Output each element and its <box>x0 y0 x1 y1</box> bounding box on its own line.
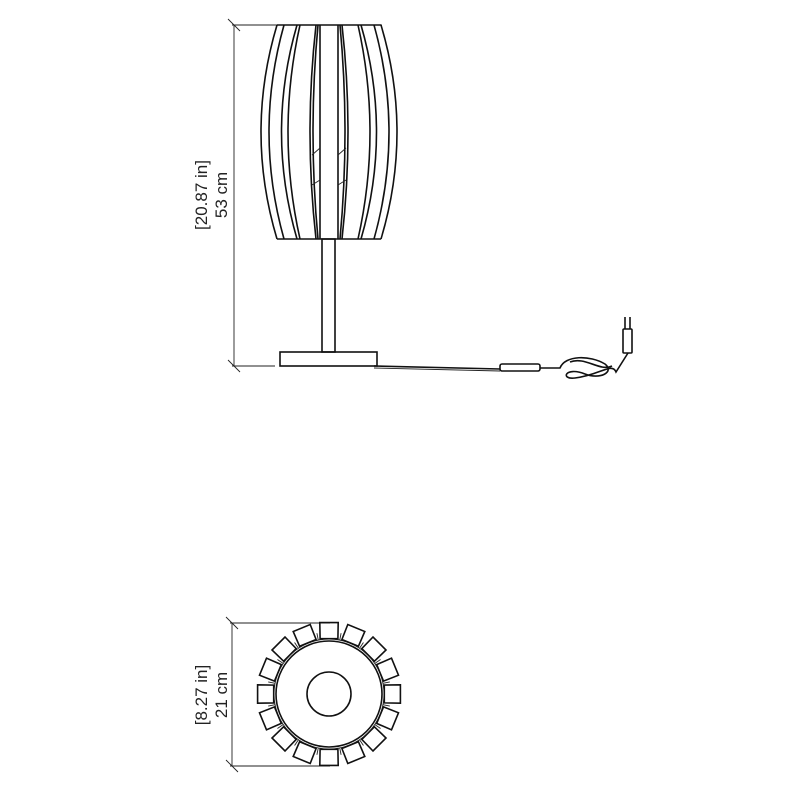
slat-bracket <box>374 724 381 729</box>
slat-bracket <box>277 659 284 664</box>
diameter-inches-label: [8.27 in] <box>192 665 211 726</box>
slat-bracket <box>316 747 319 755</box>
shade-slat <box>258 657 283 683</box>
diameter-cm-label: 21 cm <box>212 672 231 718</box>
shade-slat <box>360 635 388 663</box>
height-dimension-line <box>227 18 382 373</box>
power-cord <box>373 317 633 379</box>
slat-bracket <box>339 747 342 755</box>
shade-slat <box>318 748 340 767</box>
slat-bracket <box>294 739 299 746</box>
shade-slat <box>292 740 318 765</box>
lamp-base-circle <box>306 671 352 717</box>
plug <box>622 328 633 354</box>
slat-bracket <box>294 642 299 649</box>
shade-slat <box>375 705 400 731</box>
slat-bracket <box>339 633 342 641</box>
top-view: [8.27 in] 21 cm <box>192 616 402 773</box>
lamp-stem <box>321 238 336 353</box>
shade-slat <box>360 725 388 753</box>
slat-bracket <box>382 704 390 707</box>
slat-bracket <box>268 681 276 684</box>
shade-slat <box>270 635 298 663</box>
shade-slat <box>258 705 283 731</box>
shade-slat <box>256 683 275 705</box>
shade-slats <box>256 621 402 767</box>
slat-bracket <box>382 681 390 684</box>
lamp-base <box>279 351 378 367</box>
shade-slat <box>292 623 318 648</box>
slat-bracket <box>268 704 276 707</box>
shade-slat <box>375 657 400 683</box>
shade-inner-ring <box>275 640 383 748</box>
shade-slat <box>340 623 366 648</box>
shade-slat <box>340 740 366 765</box>
slat-bracket <box>277 724 284 729</box>
height-inches-label: [20.87 in] <box>192 160 211 230</box>
lamp-shade <box>260 24 398 240</box>
height-cm-label: 53 cm <box>212 172 231 218</box>
shade-slat <box>383 683 402 705</box>
front-view: [20.87 in] 53 cm <box>192 18 633 379</box>
diameter-dimension-line <box>225 616 330 773</box>
slat-bracket <box>374 659 381 664</box>
shade-slat <box>318 621 340 640</box>
slat-bracket <box>359 642 364 649</box>
slat-bracket <box>359 739 364 746</box>
slat-bracket <box>316 633 319 641</box>
inline-switch <box>499 363 541 372</box>
shade-slat <box>270 725 298 753</box>
